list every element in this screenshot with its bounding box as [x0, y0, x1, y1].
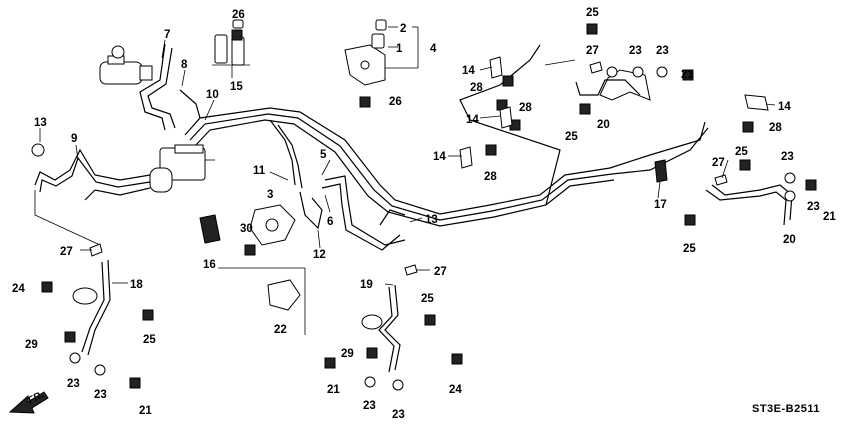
fasteners [31, 23, 817, 391]
callout: 25 [565, 131, 578, 143]
callout: 17 [654, 199, 667, 211]
callout: 13 [34, 117, 47, 129]
callout: 28 [470, 82, 483, 94]
callout: 28 [769, 122, 782, 134]
pipe-clip-pair [214, 19, 245, 66]
callout: 24 [12, 283, 25, 295]
callout: 23 [392, 409, 405, 421]
brake-pipe-network [34, 43, 709, 251]
callout: 29 [25, 339, 38, 351]
callout: 24 [449, 384, 462, 396]
callout: 22 [274, 324, 287, 336]
front-left-hose [72, 259, 111, 356]
callout: 1 [396, 43, 403, 55]
callout: 5 [320, 149, 327, 161]
callout: 19 [360, 279, 373, 291]
callout: 27 [60, 246, 73, 258]
callout: 21 [681, 69, 694, 81]
callout: 28 [519, 102, 532, 114]
callout: 26 [389, 96, 402, 108]
callout: 28 [484, 171, 497, 183]
callout: 11 [253, 165, 266, 177]
rear-left-hose [361, 284, 401, 373]
callout: 21 [327, 384, 340, 396]
callout-labels: 2 1 3 4 5 6 7 8 9 10 11 12 13 13 14 14 1… [12, 7, 836, 421]
callout: 29 [341, 348, 354, 360]
callout: 14 [462, 65, 475, 77]
callout: 21 [823, 211, 836, 223]
callout: 26 [232, 9, 245, 21]
callout-brackets [212, 26, 576, 78]
callout: 20 [597, 119, 610, 131]
front-direction-label: FR. [26, 389, 45, 406]
diagram-code: ST3E-B2511 [752, 403, 820, 415]
callout: 23 [781, 151, 794, 163]
callout: 14 [778, 101, 791, 113]
proportioning-valve-bracket [344, 19, 387, 86]
callout: 23 [363, 400, 376, 412]
callout: 25 [421, 293, 434, 305]
callout: 6 [327, 216, 333, 228]
rear-right-hose [575, 69, 793, 226]
callout: 25 [683, 243, 696, 255]
callout: 2 [400, 23, 406, 35]
callout: 23 [629, 45, 642, 57]
bracket-part-22 [218, 267, 306, 335]
callout: 8 [181, 59, 188, 71]
callout: 21 [139, 405, 152, 417]
callout: 25 [735, 146, 748, 158]
callout: 12 [313, 249, 326, 261]
master-cylinder [99, 45, 153, 85]
callout: 18 [130, 279, 143, 291]
callout: 20 [783, 234, 796, 246]
callout: 27 [586, 45, 599, 57]
callout: 13 [425, 214, 438, 226]
callout: 27 [712, 157, 725, 169]
callout: 23 [94, 389, 107, 401]
callout: 7 [164, 29, 170, 41]
sensor-part-3 [249, 204, 296, 246]
callout: 4 [430, 43, 437, 55]
leader-lines [39, 39, 776, 286]
callout: 23 [67, 378, 80, 390]
callout: 15 [230, 81, 243, 93]
callout: 10 [206, 89, 219, 101]
callout: 3 [267, 189, 273, 201]
callout: 14 [433, 151, 446, 163]
callout: 27 [434, 266, 447, 278]
callout: 14 [466, 114, 479, 126]
callout: 9 [71, 133, 77, 145]
front-direction-arrow [8, 391, 49, 414]
callout: 23 [807, 201, 820, 213]
callout: 23 [656, 45, 669, 57]
callout: 16 [203, 259, 216, 271]
abs-modulator [149, 144, 215, 193]
callout: 25 [586, 7, 599, 19]
callout: 25 [143, 334, 156, 346]
clip-part-16 [199, 214, 221, 244]
callout: 30 [240, 223, 253, 235]
